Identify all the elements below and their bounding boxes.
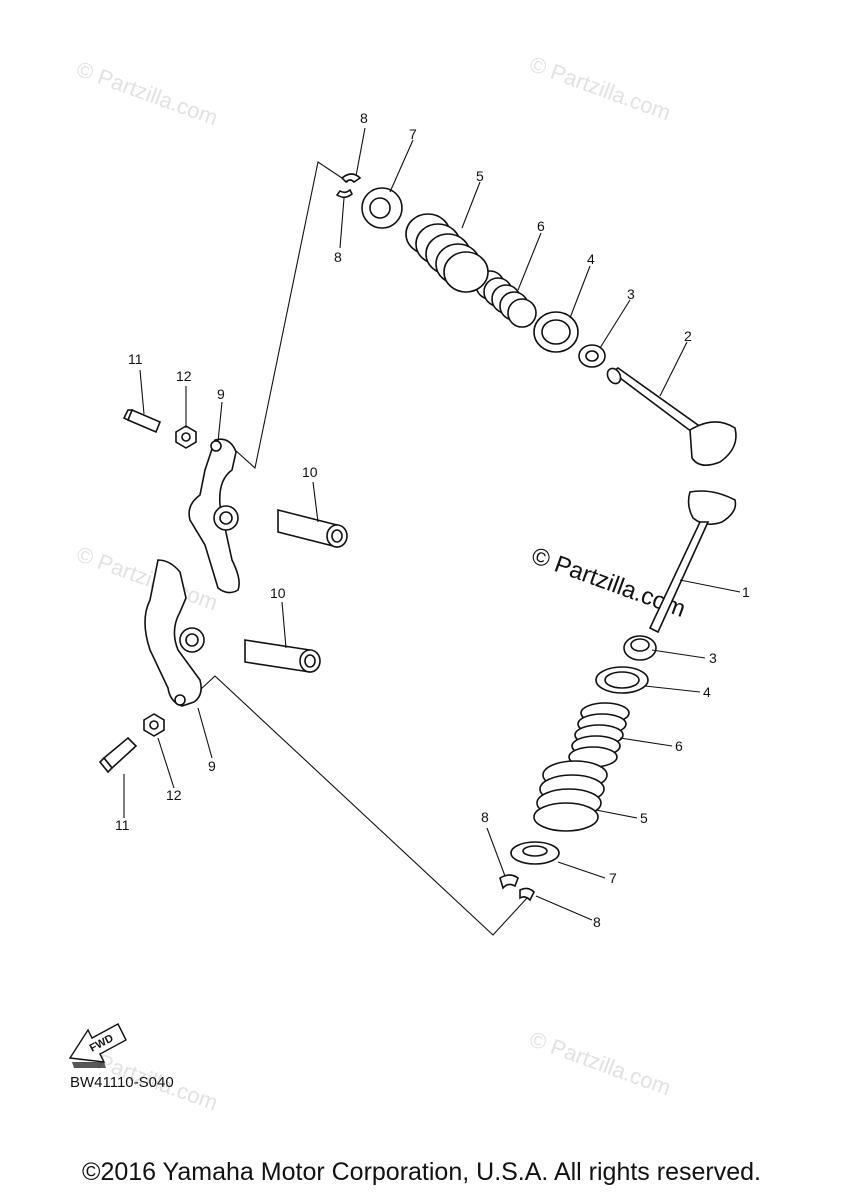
callout-11: 11 <box>115 817 130 833</box>
locknut-12-upper <box>175 425 197 449</box>
callout-2: 2 <box>684 328 692 344</box>
rocker-lower <box>144 559 205 707</box>
inner-spring-6-lower <box>568 702 630 768</box>
valve-lower-assembly <box>499 490 737 902</box>
callout-3: 3 <box>709 650 717 666</box>
adjusting-screw-11-upper <box>122 408 162 434</box>
cotters-8-upper <box>335 173 362 199</box>
watermark-bottom-right: © Partzilla.com <box>526 1026 674 1100</box>
callout-1: 1 <box>742 584 750 600</box>
callout-3: 3 <box>627 286 635 302</box>
callout-7: 7 <box>609 870 617 886</box>
copyright-notice: ©2016 Yamaha Motor Corporation, U.S.A. A… <box>82 1158 761 1186</box>
callout-6: 6 <box>675 738 683 754</box>
watermark-top-right: © Partzilla.com <box>526 51 674 125</box>
rocker-shaft-10-upper <box>277 508 348 549</box>
callout-9: 9 <box>208 758 216 774</box>
callout-8: 8 <box>593 914 601 930</box>
callouts: 8 8 7 5 6 4 3 2 1 3 4 6 5 7 8 8 11 12 9 … <box>115 110 750 930</box>
callout-10: 10 <box>302 464 318 480</box>
locknut-12-lower <box>143 713 165 737</box>
fwd-arrow-icon: FWD <box>68 1023 127 1068</box>
callout-6: 6 <box>537 218 545 234</box>
washer-4-lower <box>595 666 649 694</box>
callout-7: 7 <box>409 126 417 142</box>
callout-12: 12 <box>166 787 182 803</box>
valve-seal-3-upper <box>578 344 606 368</box>
leader-lines <box>123 127 741 921</box>
callout-9: 9 <box>217 386 225 402</box>
rocker-upper <box>188 438 240 594</box>
washer-4-upper <box>533 311 579 353</box>
outer-spring-5-upper <box>405 213 489 293</box>
adjusting-screw-11-lower <box>98 736 138 774</box>
callout-5: 5 <box>640 810 648 826</box>
watermark-mid-left: © Partzilla.com <box>73 541 221 615</box>
callout-5: 5 <box>476 168 484 184</box>
diagram-code: BW41110-S040 <box>70 1074 174 1091</box>
valve-seal-3-lower <box>623 635 657 661</box>
retainer-7-lower <box>510 841 560 865</box>
valve-upper-assembly <box>335 173 737 466</box>
watermark-top-left: © Partzilla.com <box>73 56 221 130</box>
retainer-7-upper <box>361 187 403 229</box>
callout-8: 8 <box>481 809 489 825</box>
callout-12: 12 <box>176 368 192 384</box>
callout-4: 4 <box>703 684 711 700</box>
callout-8: 8 <box>360 110 368 126</box>
callout-11: 11 <box>128 351 143 367</box>
outer-spring-5-lower <box>533 760 608 832</box>
inner-spring-6-upper <box>475 270 537 328</box>
callout-4: 4 <box>587 251 595 267</box>
valve-1 <box>648 490 737 634</box>
rocker-shaft-10-lower <box>244 639 321 673</box>
callout-10: 10 <box>270 585 286 601</box>
callout-8: 8 <box>334 249 342 265</box>
valve-2 <box>606 367 737 466</box>
cotters-8-lower <box>499 874 535 902</box>
assembly-outline-lines <box>199 161 528 936</box>
